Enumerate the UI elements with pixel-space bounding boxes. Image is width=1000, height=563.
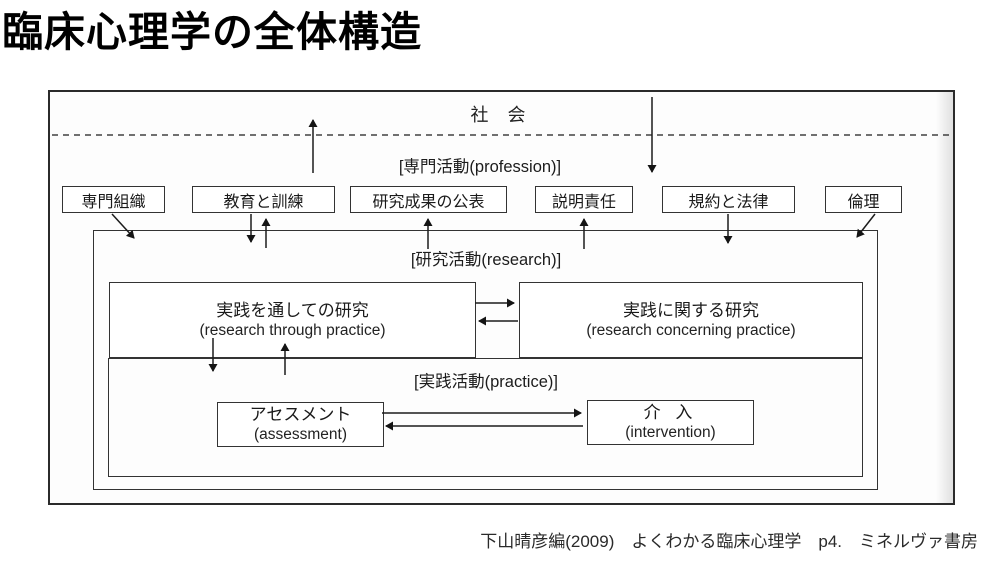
box-research-through-practice: 実践を通しての研究 (research through practice) <box>109 282 476 358</box>
intervention-jp: 介 入 <box>643 403 698 423</box>
box-professional-organization: 専門組織 <box>62 186 165 213</box>
diagram-panel: 社 会 [専門活動(profession)] 専門組織 教育と訓練 研究成果の公… <box>48 90 955 505</box>
assessment-jp: アセスメント <box>249 405 352 425</box>
research-section-label: [研究活動(research)] <box>410 251 562 269</box>
practice-section: [実践活動(practice)] アセスメント (assessment) 介 入… <box>108 358 863 477</box>
research-through-practice-en: (research through practice) <box>199 321 386 339</box>
box-ethics: 倫理 <box>825 186 902 213</box>
box-publication-of-research: 研究成果の公表 <box>350 186 507 213</box>
research-concerning-practice-en: (research concerning practice) <box>586 321 796 339</box>
research-section: [研究活動(research)] 実践を通しての研究 (research thr… <box>93 230 878 490</box>
page-title: 臨床心理学の全体構造 <box>2 9 422 55</box>
assessment-en: (assessment) <box>253 426 348 444</box>
profession-section-label: [専門活動(profession)] <box>398 158 562 176</box>
research-concerning-practice-jp: 実践に関する研究 <box>623 300 759 320</box>
box-assessment: アセスメント (assessment) <box>217 402 384 447</box>
box-intervention: 介 入 (intervention) <box>587 400 754 445</box>
box-rules-and-law: 規約と法律 <box>662 186 795 213</box>
scan-page-edge-shading <box>936 92 953 503</box>
box-education-and-training: 教育と訓練 <box>192 186 335 213</box>
research-through-practice-jp: 実践を通しての研究 <box>216 300 369 320</box>
intervention-en: (intervention) <box>625 424 716 442</box>
society-label: 社 会 <box>470 105 533 125</box>
practice-section-label: [実践活動(practice)] <box>414 373 558 391</box>
citation: 下山晴彦編(2009) よくわかる臨床心理学 p4. ミネルヴァ書房 <box>480 532 978 551</box>
box-research-concerning-practice: 実践に関する研究 (research concerning practice) <box>519 282 863 358</box>
box-accountability: 説明責任 <box>535 186 633 213</box>
